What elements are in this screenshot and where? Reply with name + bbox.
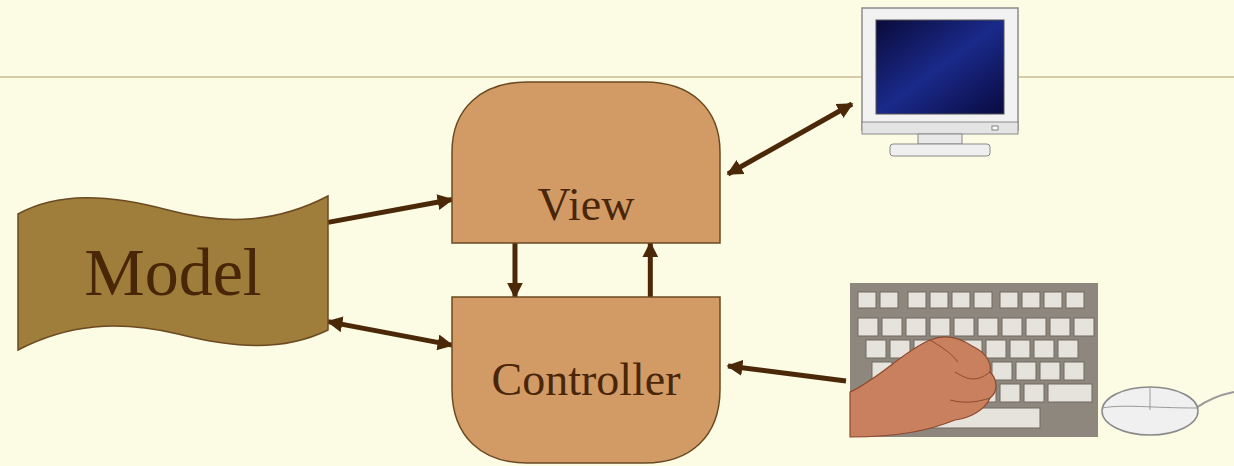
node-label: Model xyxy=(84,235,262,310)
connector-arrow xyxy=(512,243,517,297)
controller-box: Controller xyxy=(452,297,720,463)
header-rule xyxy=(0,76,1234,78)
mouse-icon xyxy=(1102,387,1234,435)
view-box: View xyxy=(452,82,720,243)
monitor-arrow xyxy=(728,104,852,174)
monitor-icon xyxy=(862,8,1018,156)
connector-arrow xyxy=(328,200,452,223)
node-label: View xyxy=(538,180,635,231)
node-label: Controller xyxy=(491,355,680,406)
connector-arrow xyxy=(328,322,452,346)
keyboard-photo xyxy=(850,283,1098,437)
model-banner: Model xyxy=(18,192,328,352)
input-arrow xyxy=(728,366,846,381)
hand xyxy=(850,337,996,437)
connector-arrow xyxy=(648,243,653,297)
